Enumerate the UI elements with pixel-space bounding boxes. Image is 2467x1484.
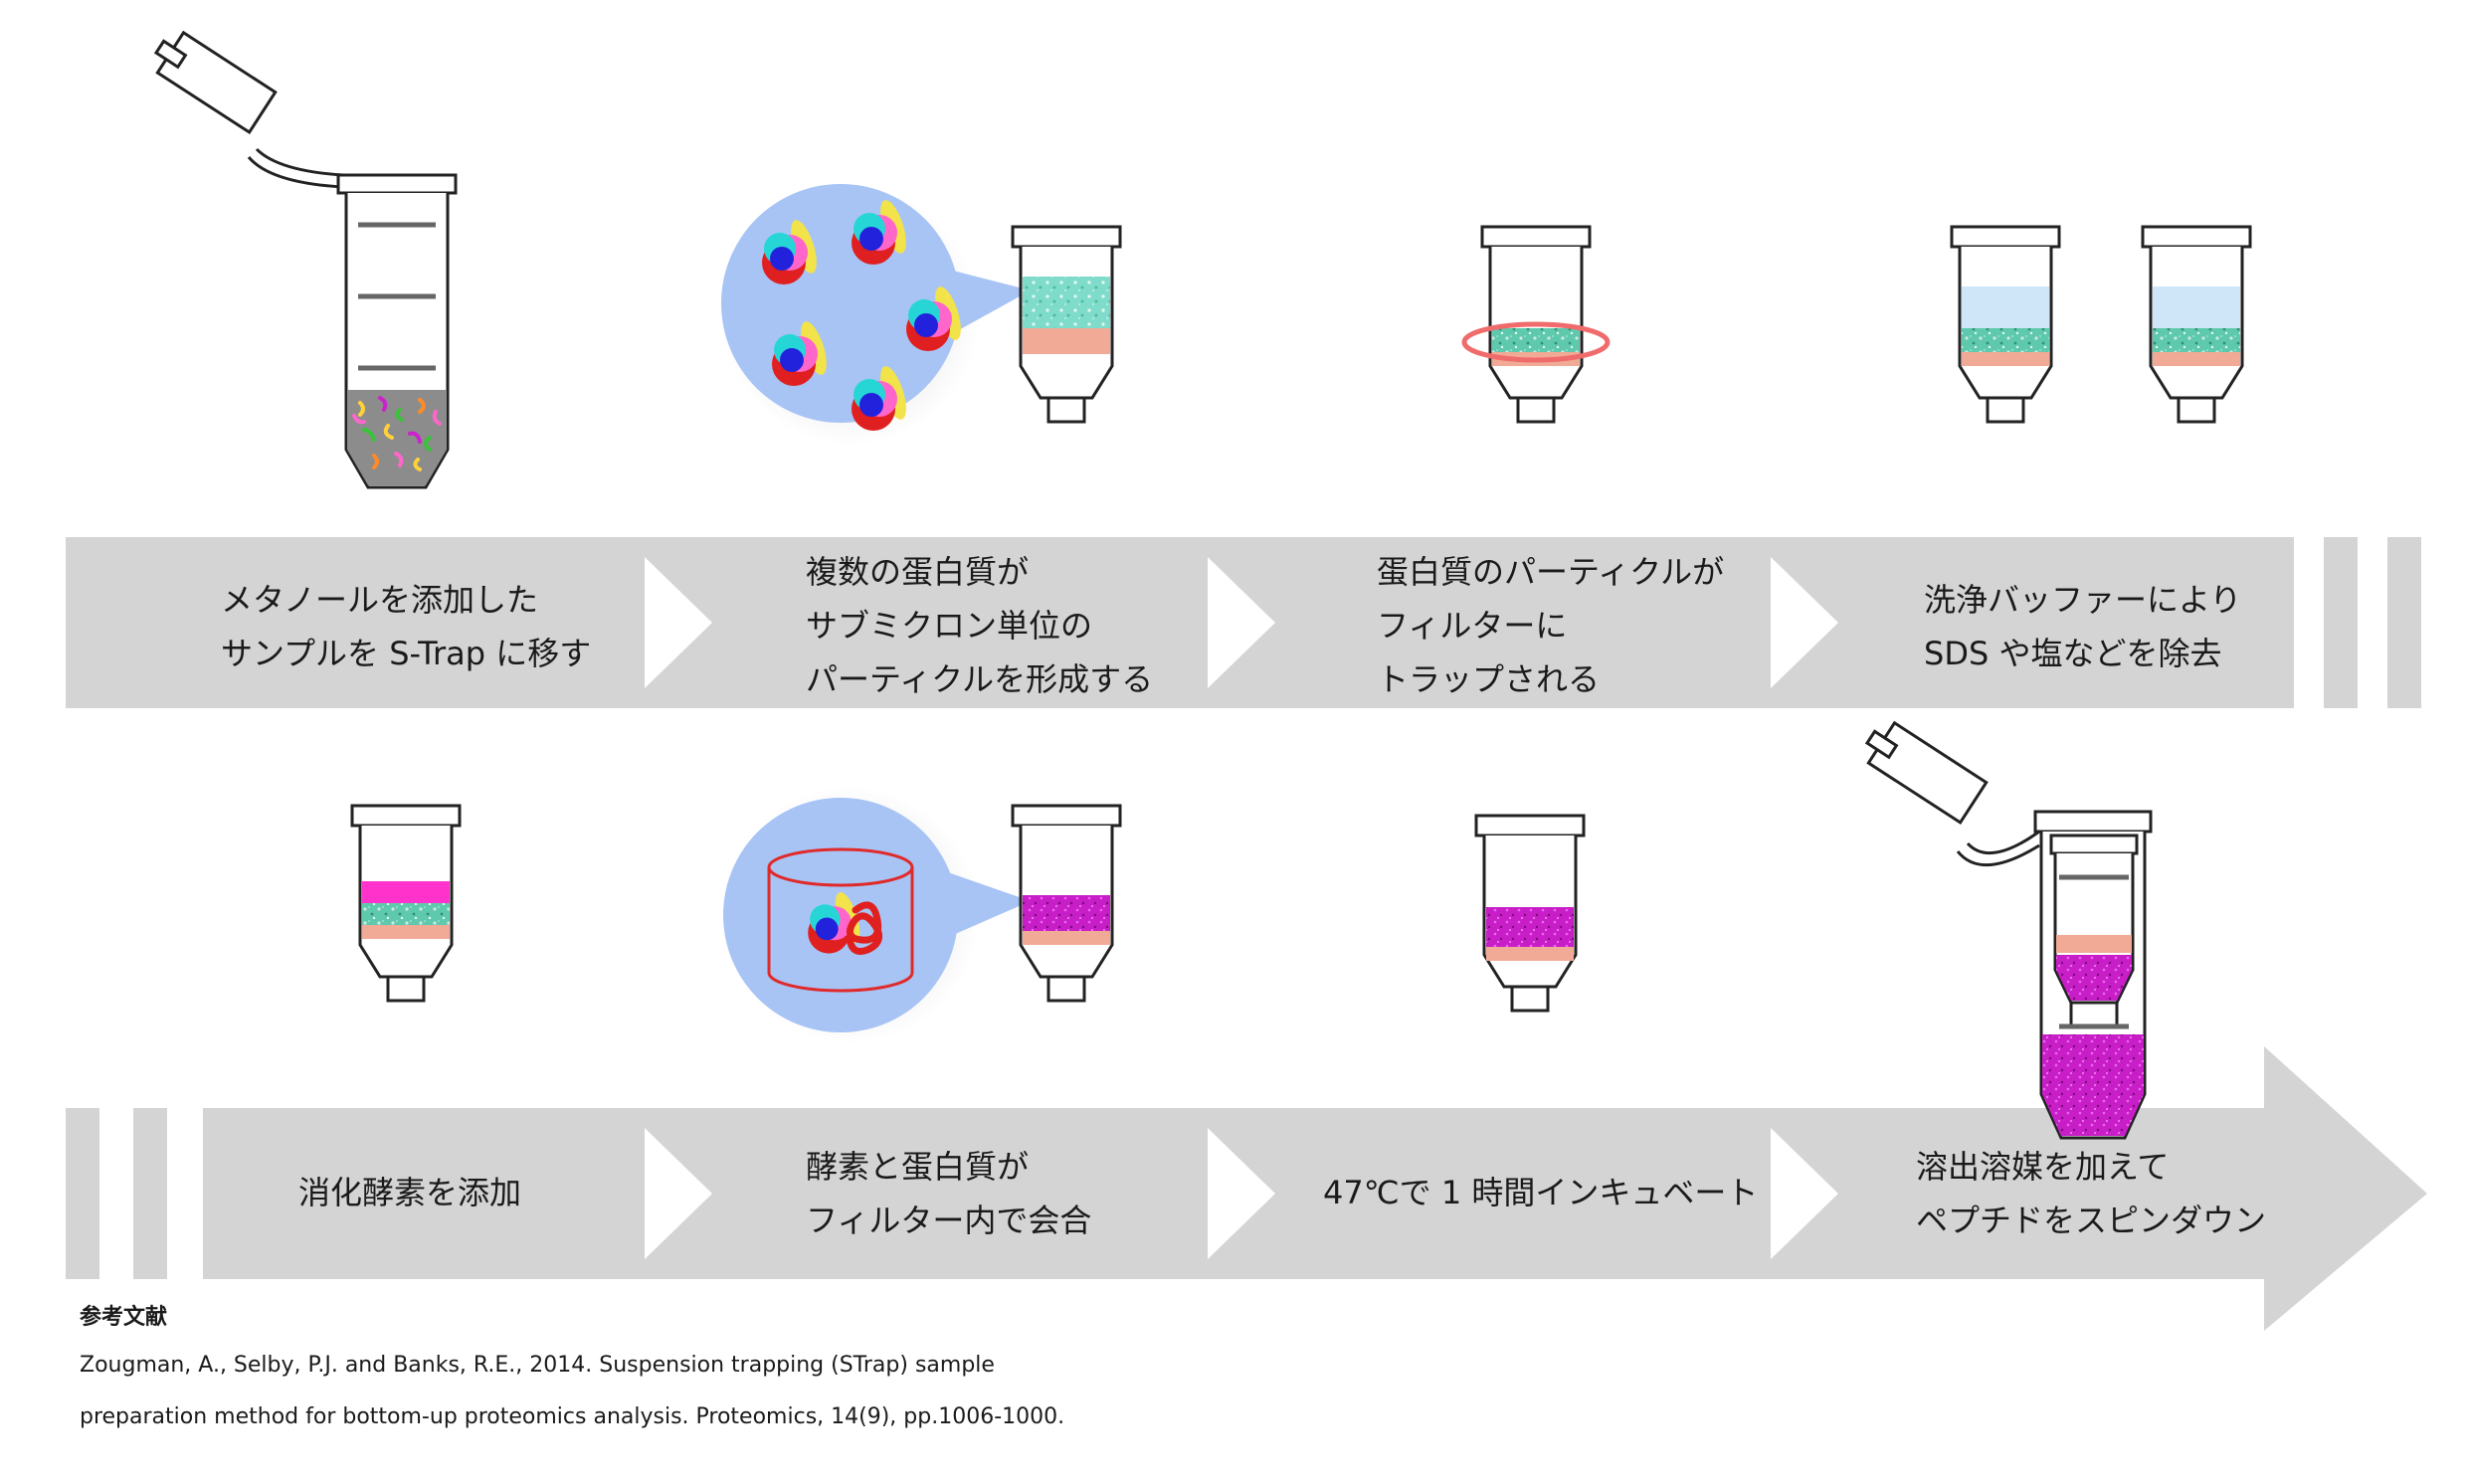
- elution-tube: [1864, 720, 2153, 1140]
- column-layer: [1023, 895, 1110, 931]
- step-3-line-3: トラップされる: [1377, 660, 1601, 698]
- chevron-1: [645, 557, 712, 688]
- step-4-line-1: 洗浄バッファーにより: [1924, 581, 2242, 619]
- particle-blue: [815, 917, 839, 941]
- step-5-line-1: 消化酵素を添加: [298, 1174, 522, 1211]
- column-layer: [2153, 286, 2240, 328]
- column-layer: [1023, 328, 1110, 354]
- column-layer: [1962, 352, 2049, 366]
- spin-column-wash-b: [2141, 225, 2252, 424]
- step-1-text: メタノールを添加した サンプルを S-Trap に移す: [221, 573, 591, 680]
- column-cap: [1474, 814, 1586, 837]
- step-7-line-1: 47℃で 1 時間インキュベート: [1323, 1174, 1759, 1211]
- spin-column-wash-a: [1950, 225, 2061, 424]
- step-1-line-1: メタノールを添加した: [221, 581, 539, 619]
- column-layer: [362, 903, 450, 925]
- step-6-line-2: フィルター内で会合: [806, 1202, 1092, 1239]
- step-7-text: 47℃で 1 時間インキュベート: [1323, 1166, 1758, 1219]
- column-layer: [362, 881, 450, 903]
- spin-column-step2: [1011, 225, 1122, 424]
- step-4-text: 洗浄バッファーにより SDS や塩などを除去: [1924, 573, 2241, 680]
- band-row1: [66, 537, 2421, 708]
- arrow-band: [203, 1046, 2427, 1331]
- column-cap: [1480, 225, 1592, 249]
- chevron-4: [645, 1128, 712, 1259]
- step-2-line-1: 複数の蛋白質が: [806, 553, 1030, 591]
- step-8-text: 溶出溶媒を加えて ペプチドをスピンダウン: [1916, 1140, 2266, 1247]
- column-layer: [362, 925, 450, 939]
- step-2-line-2: サブミクロン単位の: [806, 607, 1093, 645]
- chevron-6: [1771, 1128, 1838, 1259]
- reference-line-2: preparation method for bottom-up proteom…: [80, 1404, 1065, 1429]
- particle-blue: [859, 227, 883, 251]
- chevron-3: [1771, 557, 1838, 688]
- enzyme-strand: [846, 901, 883, 955]
- step-8-line-2: ペプチドをスピンダウン: [1916, 1202, 2267, 1239]
- column-layer: [1962, 328, 2049, 352]
- column-tip: [1986, 396, 2025, 424]
- particle-blue: [780, 348, 804, 372]
- column-tip: [386, 975, 426, 1003]
- enzyme-protein-complex: [808, 892, 883, 955]
- column-tip: [1510, 985, 1550, 1013]
- column-tip: [1046, 396, 1086, 424]
- column-layer: [1023, 277, 1110, 328]
- step-6-text: 酵素と蛋白質が フィルター内で会合: [806, 1140, 1091, 1247]
- column-tip: [1516, 396, 1556, 424]
- reference-title: 参考文献: [80, 1305, 168, 1330]
- column-layer: [1962, 286, 2049, 328]
- step-1-line-2: サンプルを S-Trap に移す: [221, 635, 592, 672]
- column-cap: [350, 804, 462, 828]
- sample-tube: [153, 30, 458, 489]
- step-3-line-1: 蛋白質のパーティクルが: [1377, 553, 1725, 591]
- protein-particles: [762, 200, 961, 431]
- spin-column-enzyme: [350, 804, 462, 1003]
- chevron-2: [1208, 557, 1275, 688]
- column-tip: [1046, 975, 1086, 1003]
- band-row2: [66, 1046, 2427, 1331]
- spin-column-digest: [1011, 804, 1122, 1003]
- column-cap: [2141, 225, 2252, 249]
- step-2-text: 複数の蛋白質が サブミクロン単位の パーティクルを形成する: [806, 545, 1153, 706]
- column-cap: [1011, 225, 1122, 249]
- reference-line-1: Zougman, A., Selby, P.J. and Banks, R.E.…: [80, 1353, 995, 1378]
- step-3-text: 蛋白質のパーティクルが フィルターに トラップされる: [1377, 545, 1724, 706]
- step-6-line-1: 酵素と蛋白質が: [806, 1148, 1030, 1186]
- column-layer: [1023, 931, 1110, 945]
- trap-ring: [1461, 321, 1611, 363]
- chevron-5: [1208, 1128, 1275, 1259]
- column-tip: [2177, 396, 2216, 424]
- column-layer: [2153, 328, 2240, 352]
- particle-blue: [859, 393, 883, 417]
- column-cap: [1950, 225, 2061, 249]
- column-layer: [1492, 328, 1580, 352]
- column-layer: [1486, 907, 1574, 947]
- step-2-line-3: パーティクルを形成する: [806, 660, 1154, 698]
- particle-blue: [770, 247, 794, 271]
- column-layer: [2153, 352, 2240, 366]
- step-5-text: 消化酵素を添加: [298, 1166, 521, 1219]
- column-layer: [1486, 947, 1574, 961]
- spin-column-incubate: [1474, 814, 1586, 1013]
- step-4-line-2: SDS や塩などを除去: [1924, 635, 2222, 672]
- step-3-line-2: フィルターに: [1377, 607, 1568, 645]
- particle-blue: [914, 313, 938, 337]
- column-cap: [1011, 804, 1122, 828]
- step-8-line-1: 溶出溶媒を加えて: [1916, 1148, 2170, 1186]
